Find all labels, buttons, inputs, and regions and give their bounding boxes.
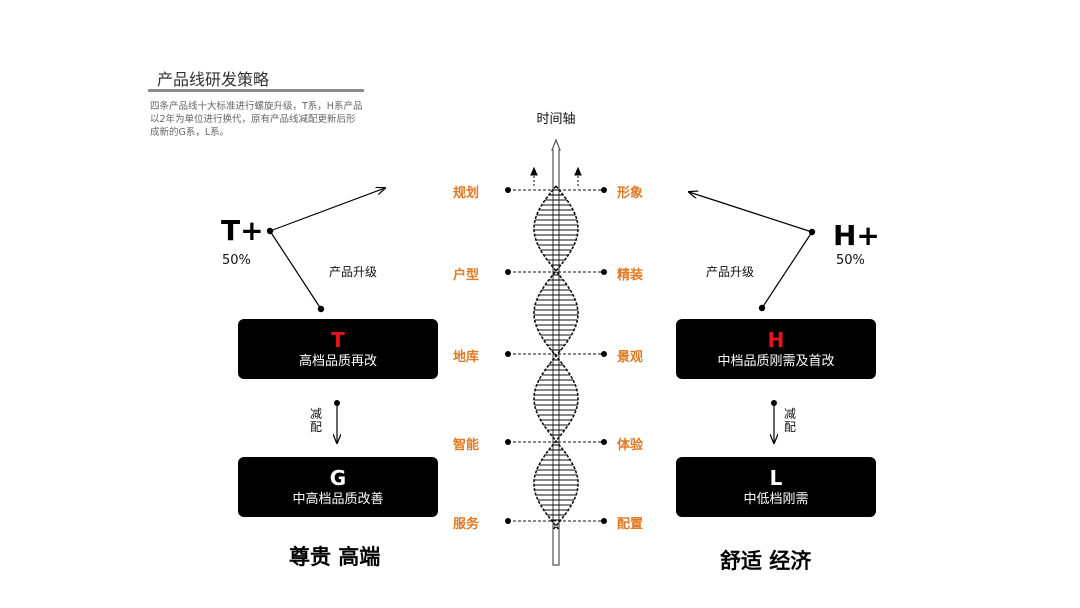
left-reduce-label: 减配 — [309, 407, 322, 434]
right-slogan: 舒适 经济 — [720, 549, 812, 573]
h-series-letter: H — [767, 327, 785, 352]
time-axis-label: 时间轴 — [536, 112, 576, 127]
feature-connector-dot — [505, 439, 511, 445]
h-plus-label: H+ — [833, 219, 880, 252]
feature-right-4: 体验 — [617, 438, 644, 453]
l-series-subtitle: 中低档刚需 — [743, 491, 809, 507]
page-description: 四条产品线十大标准进行螺旋升级，T系，H系产品以2年为单位进行换代，原有产品线减… — [150, 101, 363, 138]
feature-connector-dot — [601, 187, 607, 193]
feature-connector-dot — [601, 269, 607, 275]
g-series-box: G 中高档品质改善 — [238, 457, 438, 517]
left-upgrade-connector — [266, 188, 385, 313]
feature-connector-dot — [505, 187, 511, 193]
feature-left-2: 户型 — [453, 268, 480, 283]
h-series-box: H 中档品质刚需及首改 — [676, 319, 876, 379]
t-plus-percent: 50% — [222, 253, 251, 268]
t-series-subtitle: 高档品质再改 — [298, 353, 377, 369]
right-reduce-label: 减配 — [783, 407, 796, 434]
page-title: 产品线研发策略 — [157, 70, 270, 89]
h-series-subtitle: 中档品质刚需及首改 — [717, 353, 835, 369]
left-slogan: 尊贵 高端 — [289, 545, 381, 569]
feature-connector-dot — [601, 518, 607, 524]
t-series-box: T 高档品质再改 — [238, 319, 438, 379]
t-series-letter: T — [331, 327, 345, 352]
right-reduce-arrow — [771, 400, 777, 443]
feature-left-4: 智能 — [453, 438, 480, 453]
feature-connector-dot — [505, 351, 511, 357]
helix-strand-a — [533, 185, 579, 531]
feature-connectors — [505, 187, 607, 524]
feature-connector-dot — [505, 269, 511, 275]
feature-connector-dot — [601, 351, 607, 357]
h-plus-percent: 50% — [836, 253, 865, 268]
l-series-box: L 中低档刚需 — [676, 457, 876, 517]
feature-connector-dot — [505, 518, 511, 524]
feature-right-5: 配置 — [617, 517, 644, 532]
feature-left-3: 地库 — [453, 350, 480, 365]
time-axis-arrow — [551, 138, 561, 566]
left-reduce-arrow — [334, 400, 340, 443]
helix-top-arrows — [530, 166, 582, 186]
feature-left-1: 规划 — [453, 186, 480, 201]
feature-right-3: 景观 — [617, 350, 644, 365]
feature-left-5: 服务 — [453, 517, 480, 532]
feature-connector-dot — [601, 439, 607, 445]
feature-right-2: 精装 — [617, 268, 644, 283]
dna-helix — [533, 185, 579, 531]
g-series-subtitle: 中高档品质改善 — [292, 491, 384, 507]
title-underline — [148, 89, 364, 92]
right-upgrade-connector — [689, 192, 816, 312]
left-upgrade-label: 产品升级 — [329, 265, 378, 279]
helix-strand-b — [533, 185, 579, 531]
l-series-letter: L — [769, 465, 783, 490]
g-series-letter: G — [329, 465, 347, 490]
right-upgrade-label: 产品升级 — [706, 265, 755, 279]
feature-right-1: 形象 — [617, 186, 644, 201]
t-plus-label: T+ — [221, 214, 264, 247]
